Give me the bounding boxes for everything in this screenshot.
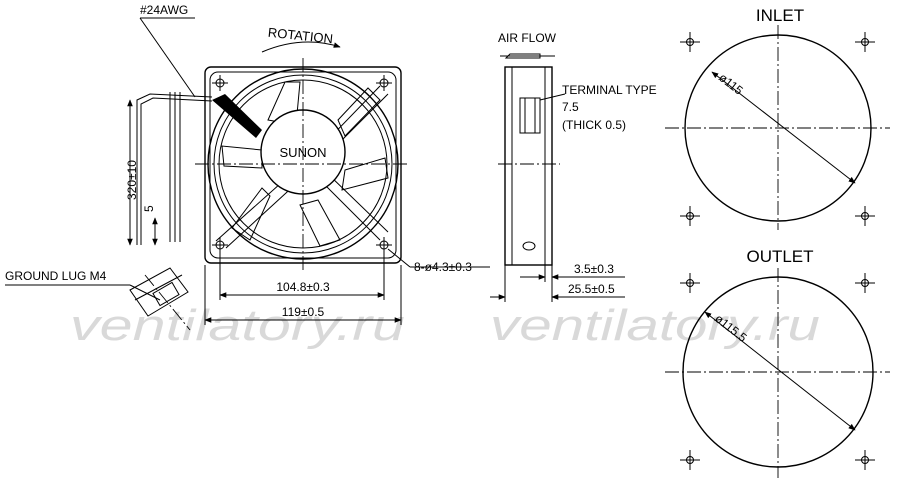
outlet-view: OUTLET ø115.5 [665,247,890,478]
wire-gauge-leader [139,17,196,98]
wire-length-label: 320±10 [125,160,139,200]
frame-label: 119±0.5 [282,305,325,319]
inlet-dia-line [711,71,856,184]
terminal-type-label: TERMINAL TYPE [562,83,657,97]
inlet-title: INLET [756,6,804,25]
wire-gauge-label: #24AWG [140,3,188,17]
holes-leader [387,248,411,268]
air-flow-arrow [504,53,541,59]
outlet-title: OUTLET [746,247,813,266]
outlet-dia-line [704,311,856,431]
wire-clamp [212,94,262,138]
terminal-thick-label: (THICK 0.5) [562,118,626,132]
watermark-right: ventilatory.ru [490,301,820,350]
side-view: AIR FLOW TERMINAL TYPE 7.5 (THICK 0.5) 3… [490,31,657,302]
inlet-dia-label: ø115 [716,70,746,98]
terminal-size-label: 7.5 [562,100,579,114]
holes-label: 8-ø4.3±0.3 [414,260,472,274]
air-flow-label: AIR FLOW [498,31,557,45]
ground-lug-detail [129,267,191,331]
flange-label: 3.5±0.3 [574,262,614,276]
side-frame [504,66,553,266]
wire-strip-label: 5 [142,205,156,212]
inlet-view: INLET ø115 [665,6,890,230]
hole-pitch-label: 104.8±0.3 [276,280,330,294]
front-view: SUNON ROTATION #24AWG [5,3,490,331]
outlet-holes [680,273,875,470]
lead-wires [136,92,213,245]
rotation-arrow [261,41,341,53]
watermark-left: ventilatory.ru [70,301,405,350]
inlet-holes [680,32,875,226]
depth-label: 25.5±0.5 [568,282,615,296]
terminal [519,97,541,134]
ground-lug-side [522,241,536,251]
rotation-label: ROTATION [267,25,333,47]
ground-lug-label: GROUND LUG M4 [5,269,107,283]
